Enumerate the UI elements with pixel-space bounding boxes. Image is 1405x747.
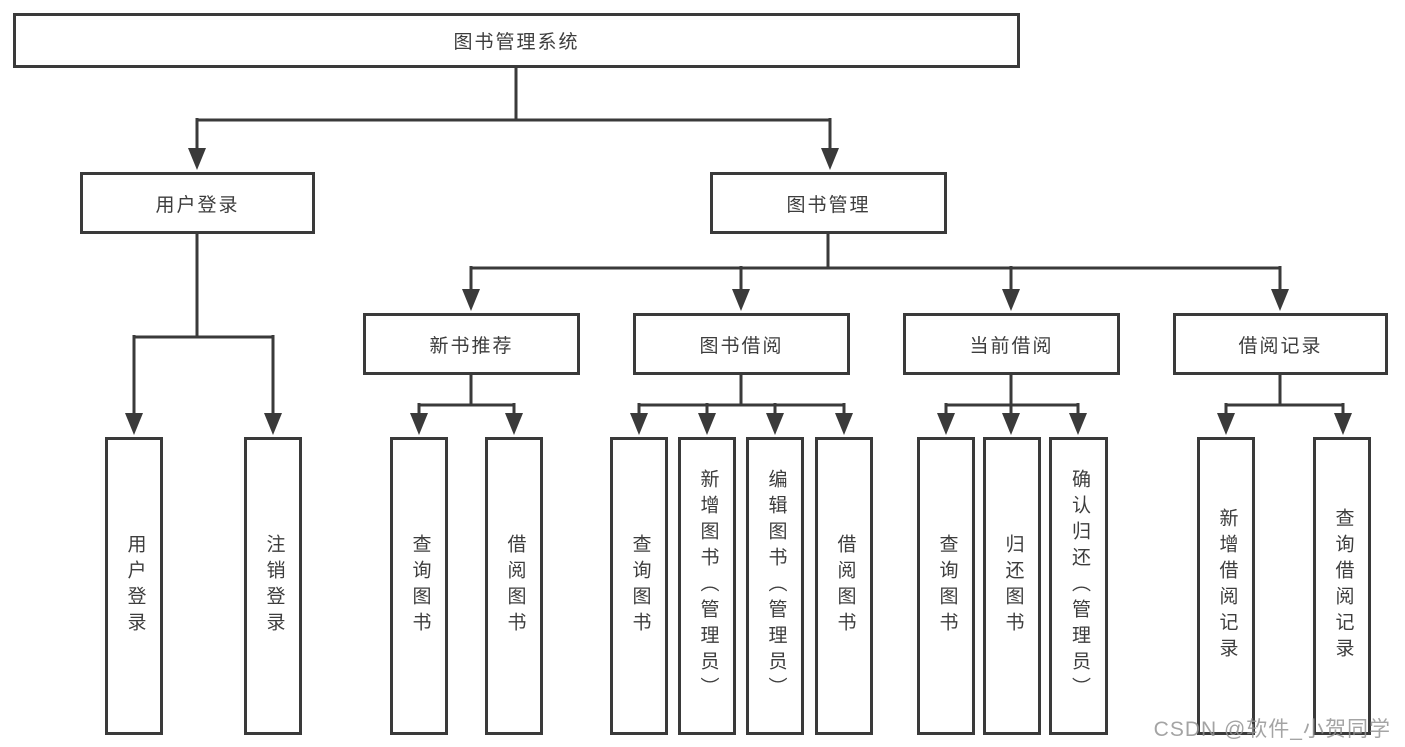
node-label: 新增借阅记录 [1216, 508, 1238, 664]
node-label: 注销登录 [263, 534, 285, 638]
node-new-book-recommend: 新书推荐 [363, 313, 580, 375]
leaf-borrow-books: 借阅图书 [815, 437, 873, 735]
leaf-edit-book-admin: 编辑图书（管理员） [746, 437, 804, 735]
node-label: 借阅记录 [1238, 335, 1323, 357]
leaf-query-books-borrow: 查询图书 [610, 437, 668, 735]
node-label: 当前借阅 [969, 335, 1054, 357]
leaf-query-books-recommend: 查询图书 [390, 437, 448, 735]
node-label: 新书推荐 [429, 335, 514, 357]
node-user-login: 用户登录 [80, 172, 315, 234]
node-label: 用户登录 [124, 534, 146, 638]
leaf-add-book-admin: 新增图书（管理员） [678, 437, 736, 735]
node-label: 用户登录 [155, 194, 240, 216]
node-label: 图书管理系统 [453, 32, 580, 53]
watermark: CSDN @软件_小贺同学 [1153, 718, 1391, 741]
node-label: 借阅图书 [504, 534, 526, 638]
node-label: 归还图书 [1002, 534, 1024, 638]
node-label: 图书管理 [786, 194, 871, 216]
node-borrow-records: 借阅记录 [1173, 313, 1388, 375]
leaf-logout: 注销登录 [244, 437, 302, 735]
leaf-return-book: 归还图书 [983, 437, 1041, 735]
node-book-borrow: 图书借阅 [633, 313, 850, 375]
node-book-management: 图书管理 [710, 172, 947, 234]
node-label: 查询图书 [629, 534, 651, 638]
node-label: 查询图书 [936, 534, 958, 638]
leaf-add-borrow-record: 新增借阅记录 [1197, 437, 1255, 735]
leaf-query-books-current: 查询图书 [917, 437, 975, 735]
arrowheads [125, 148, 1352, 435]
node-label: 查询借阅记录 [1332, 508, 1354, 664]
leaf-query-borrow-record: 查询借阅记录 [1313, 437, 1371, 735]
node-label: 查询图书 [409, 534, 431, 638]
leaf-borrow-books-recommend: 借阅图书 [485, 437, 543, 735]
node-label: 图书借阅 [699, 335, 784, 357]
leaf-confirm-return-admin: 确认归还（管理员） [1049, 437, 1108, 735]
node-label: 编辑图书（管理员） [765, 469, 787, 703]
connector-segments [132, 68, 1345, 413]
leaf-user-login: 用户登录 [105, 437, 163, 735]
node-label: 新增图书（管理员） [697, 469, 719, 703]
node-current-borrow: 当前借阅 [903, 313, 1120, 375]
node-label: 借阅图书 [834, 534, 856, 638]
node-label: 确认归还（管理员） [1068, 469, 1090, 703]
node-library-system-root: 图书管理系统 [13, 13, 1020, 68]
